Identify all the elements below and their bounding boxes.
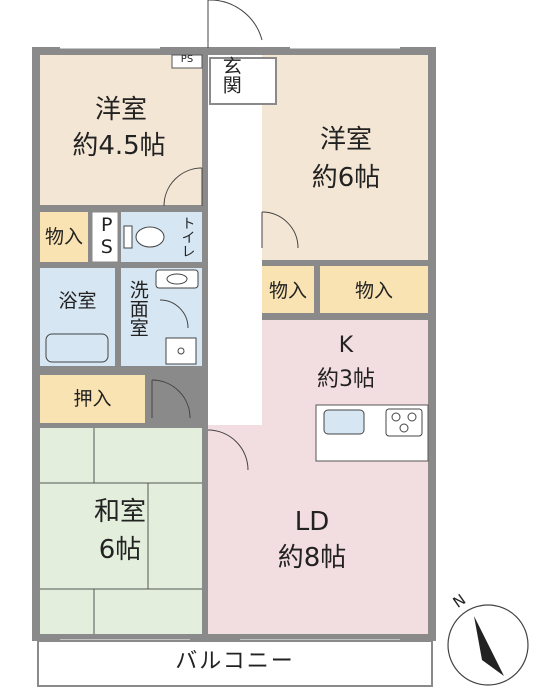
closet-west bbox=[40, 212, 88, 262]
ps-top-box bbox=[171, 54, 203, 69]
kitchen-sink bbox=[323, 409, 365, 435]
japanese-room bbox=[40, 428, 202, 634]
entrance-area bbox=[209, 57, 277, 105]
japanese-room-size: 6帖 bbox=[98, 535, 142, 565]
burner-icon bbox=[399, 423, 409, 433]
washroom-label: 洗面室 bbox=[126, 280, 149, 337]
toilet-bowl-icon bbox=[135, 226, 165, 248]
ld-size: 約8帖 bbox=[277, 543, 347, 573]
balcony bbox=[37, 640, 433, 687]
western-room-nw bbox=[40, 55, 202, 205]
compass-needle-icon bbox=[474, 616, 504, 676]
washer-pan bbox=[165, 337, 197, 365]
closet-east-1 bbox=[262, 266, 314, 313]
compass bbox=[447, 604, 529, 686]
burner-icon bbox=[407, 412, 417, 422]
closet-west-label: 物入 bbox=[44, 226, 83, 248]
basin-bowl-icon bbox=[166, 273, 188, 285]
ps-mid bbox=[91, 211, 119, 263]
ld-name: LD bbox=[294, 507, 330, 537]
kitchen-size: 約3帖 bbox=[317, 367, 375, 392]
door-swings bbox=[151, 0, 299, 471]
bathroom-label: 浴室 bbox=[58, 290, 97, 312]
closet-east-2-label: 物入 bbox=[354, 280, 393, 302]
ps-top-label: PS bbox=[180, 54, 194, 65]
toilet-tank-icon bbox=[123, 225, 133, 249]
tatami-lines bbox=[40, 428, 202, 634]
western-room-ne-size: 約6帖 bbox=[311, 163, 381, 193]
japanese-room-name: 和室 bbox=[93, 497, 146, 527]
kitchen-name: K bbox=[338, 333, 354, 358]
oshiire-closet bbox=[40, 375, 145, 423]
ps-mid-label: PS bbox=[95, 214, 118, 258]
oshiire-label: 押入 bbox=[73, 388, 112, 410]
western-room-nw-size: 約4.5帖 bbox=[72, 131, 166, 161]
closet-east-2 bbox=[320, 266, 428, 313]
closet-east-1-label: 物入 bbox=[268, 280, 307, 302]
toilet-label: トイレ bbox=[179, 216, 196, 258]
western-room-nw-name: 洋室 bbox=[94, 95, 147, 125]
western-room-ne bbox=[262, 55, 428, 260]
western-room-ne-name: 洋室 bbox=[319, 125, 372, 155]
balcony-label: バルコニー bbox=[175, 649, 295, 674]
wash-basin bbox=[155, 269, 199, 289]
drain-icon bbox=[177, 347, 185, 355]
entrance-label: 玄関 bbox=[219, 56, 242, 94]
corridor-lower bbox=[208, 320, 262, 425]
burner-icon bbox=[391, 412, 401, 422]
bathtub bbox=[45, 333, 109, 363]
stove bbox=[385, 408, 423, 437]
